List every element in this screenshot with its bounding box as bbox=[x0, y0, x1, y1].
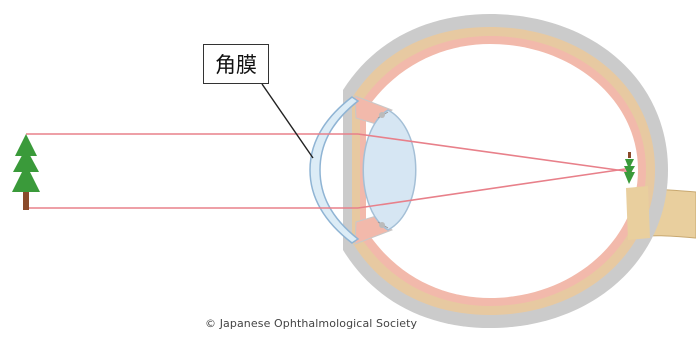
cornea-label-text: 角膜 bbox=[215, 49, 257, 79]
lens-attach-lower bbox=[379, 222, 385, 228]
optic-disc bbox=[626, 186, 650, 240]
cornea-label: 角膜 bbox=[203, 44, 269, 84]
lens-attach-upper bbox=[379, 112, 385, 118]
tree-icon bbox=[12, 134, 40, 210]
cornea-leader-line bbox=[262, 84, 313, 158]
copyright-credit: © Japanese Ophthalmological Society bbox=[205, 317, 417, 330]
